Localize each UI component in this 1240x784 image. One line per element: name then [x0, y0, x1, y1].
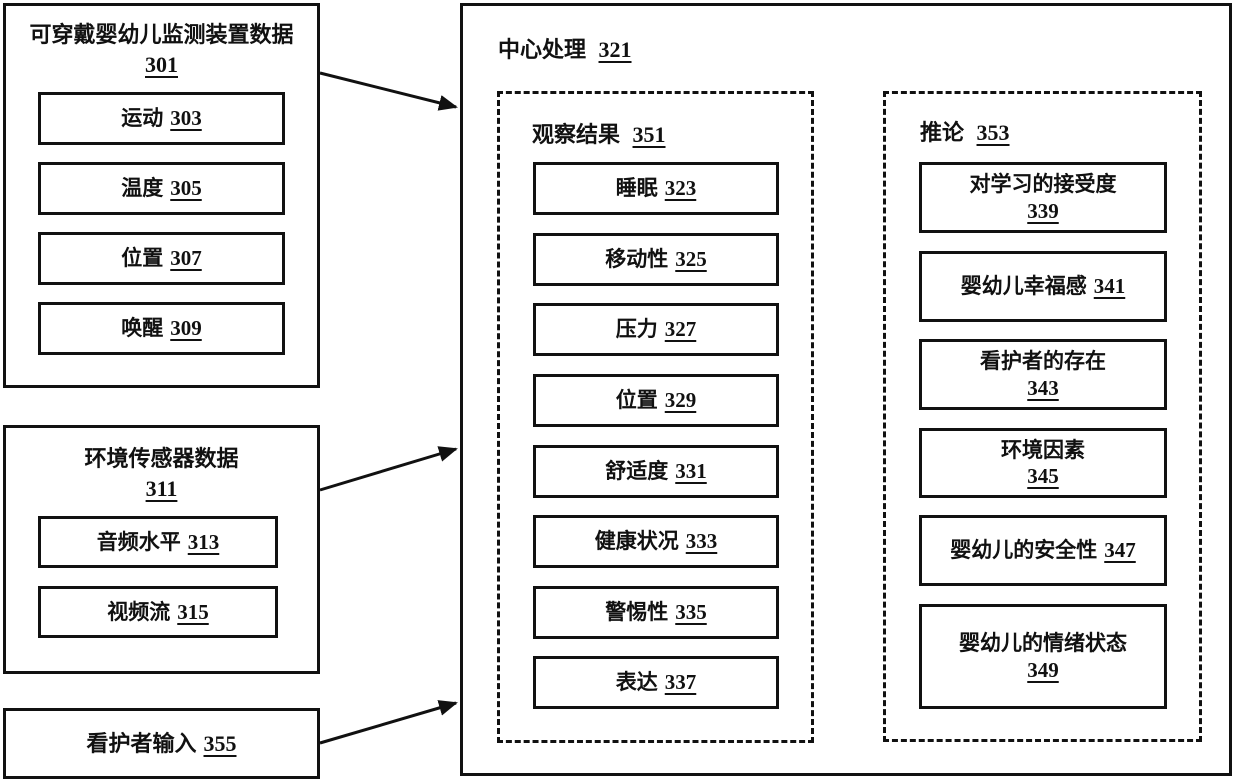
node-audio-level: 音频水平 313 — [38, 516, 278, 568]
node-label: 环境因素 — [1001, 437, 1085, 462]
central-processing-title: 中心处理 321 — [498, 32, 632, 64]
node-label: 表达 — [615, 670, 658, 695]
arrow-caregiver-to-central — [319, 700, 458, 745]
group-title-text: 观察结果 — [532, 122, 621, 147]
node-label: 位置 — [615, 388, 658, 413]
node-ref-num: 305 — [170, 176, 202, 201]
node-alertness: 警惕性 335 — [533, 586, 779, 639]
node-label: 健康状况 — [594, 529, 679, 554]
group-title-text: 环境传感器数据 — [84, 446, 239, 471]
node-ref-num: 343 — [1027, 375, 1059, 400]
node-label: 视频流 — [107, 599, 171, 624]
node-label: 压力 — [615, 317, 658, 342]
node-expression: 表达 337 — [533, 656, 779, 709]
node-ref-num: 325 — [675, 247, 707, 272]
node-label: 对学习的接受度 — [969, 172, 1117, 197]
node-ref-num: 333 — [685, 529, 718, 554]
group-observations — [497, 91, 814, 743]
node-pressure: 压力 327 — [533, 303, 779, 356]
node-health-status: 健康状况 333 — [533, 515, 779, 568]
node-ref-num: 329 — [664, 388, 697, 413]
node-environmental-factors: 环境因素 345 — [919, 428, 1167, 498]
node-label: 运动 — [121, 106, 164, 131]
node-label: 婴幼儿幸福感 — [960, 274, 1087, 299]
group-title-text: 可穿戴婴幼儿监测装置数据 — [29, 22, 294, 47]
node-sleep: 睡眠 323 — [533, 162, 779, 215]
arrow-wearable-to-central — [319, 71, 458, 111]
group-ref-num: 351 — [632, 122, 666, 147]
inferences-title: 推论 353 — [920, 115, 1010, 147]
node-ref-num: 341 — [1093, 274, 1126, 299]
node-video-stream: 视频流 315 — [38, 586, 278, 638]
group-title-text: 中心处理 — [498, 37, 587, 62]
node-ref-num: 345 — [1027, 464, 1059, 488]
node-caregiver-input: 看护者输入 355 — [3, 708, 320, 779]
group-environment-title: 环境传感器数据 311 — [6, 444, 317, 503]
node-label: 位置 — [121, 246, 164, 271]
node-label: 音频水平 — [96, 529, 181, 554]
node-comfort: 舒适度 331 — [533, 445, 779, 498]
node-label: 婴幼儿的安全性 — [950, 538, 1098, 563]
node-label: 警惕性 — [605, 600, 669, 625]
node-ref-num: 315 — [177, 599, 209, 624]
node-caregiver-presence: 看护者的存在 343 — [919, 339, 1167, 410]
group-ref-num: 301 — [145, 51, 178, 77]
node-infant-wellbeing: 婴幼儿幸福感 341 — [919, 251, 1167, 322]
node-ref-num: 347 — [1104, 538, 1136, 563]
node-infant-safety: 婴幼儿的安全性 347 — [919, 515, 1167, 586]
node-motion: 运动 303 — [38, 92, 285, 145]
node-ref-num: 355 — [203, 730, 237, 756]
group-inferences — [883, 91, 1202, 742]
group-ref-num: 321 — [598, 37, 632, 62]
node-label: 舒适度 — [605, 459, 669, 484]
node-ref-num: 309 — [170, 316, 202, 341]
node-label: 温度 — [121, 176, 164, 201]
node-ref-num: 307 — [170, 246, 202, 271]
node-ref-num: 339 — [1027, 198, 1059, 223]
node-ref-num: 349 — [1027, 657, 1059, 682]
node-mobility: 移动性 325 — [533, 233, 779, 286]
group-title-text: 推论 — [920, 120, 965, 145]
node-receptivity-to-learning: 对学习的接受度 339 — [919, 162, 1167, 233]
group-wearable-title: 可穿戴婴幼儿监测装置数据 301 — [6, 20, 317, 79]
node-label: 看护者的存在 — [980, 349, 1106, 374]
group-ref-num: 353 — [976, 120, 1010, 145]
node-temperature: 温度 305 — [38, 162, 285, 215]
node-ref-num: 331 — [675, 459, 707, 484]
observations-title: 观察结果 351 — [532, 117, 666, 149]
node-ref-num: 313 — [187, 529, 220, 554]
node-label: 唤醒 — [121, 316, 164, 341]
node-label: 看护者输入 — [86, 730, 197, 756]
node-label: 婴幼儿的情绪状态 — [959, 631, 1127, 656]
node-ref-num: 323 — [664, 176, 697, 201]
node-ref-num: 335 — [675, 600, 707, 625]
node-infant-emotional-state: 婴幼儿的情绪状态 349 — [919, 604, 1167, 709]
node-ref-num: 303 — [170, 106, 202, 131]
node-position-329: 位置 329 — [533, 374, 779, 427]
node-position-307: 位置 307 — [38, 232, 285, 285]
group-ref-num: 311 — [145, 475, 178, 501]
node-label: 睡眠 — [615, 176, 658, 201]
node-ref-num: 327 — [664, 317, 697, 342]
arrow-environment-to-central — [319, 446, 458, 492]
node-ref-num: 337 — [664, 670, 697, 695]
node-wake: 唤醒 309 — [38, 302, 285, 355]
node-label: 移动性 — [605, 247, 669, 272]
